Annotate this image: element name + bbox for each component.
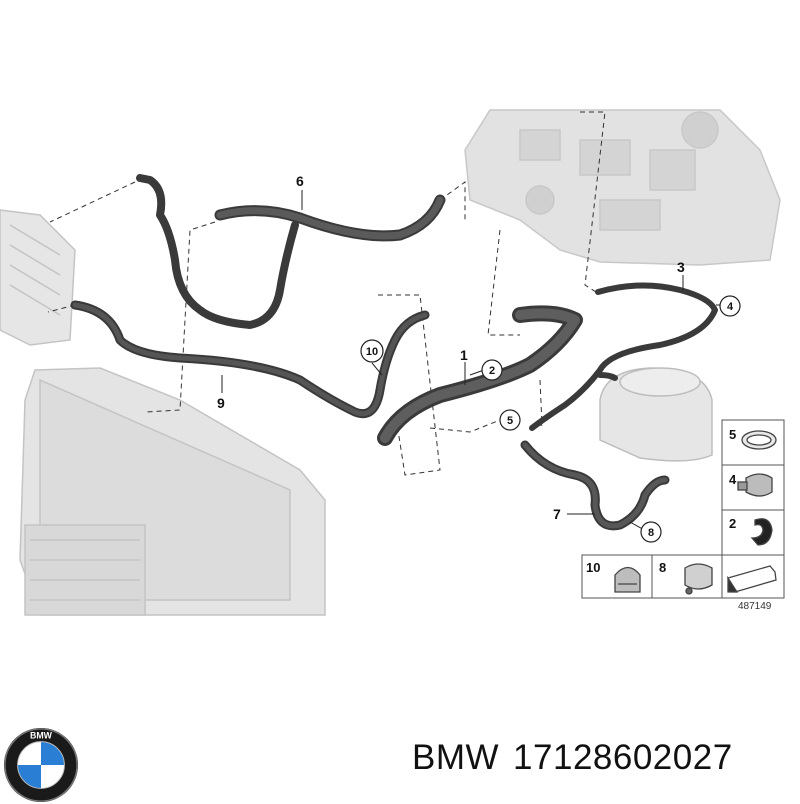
brand-name: BMW	[412, 738, 500, 777]
callout-8: 8	[648, 527, 654, 539]
legend-label-2: 2	[729, 516, 736, 531]
retaining-clip-icon	[750, 518, 773, 546]
bmw-logo: BMW	[3, 727, 79, 803]
diagram-number: 487149	[738, 601, 772, 612]
callout-1: 1	[460, 347, 468, 363]
legend-label-4: 4	[729, 472, 737, 487]
part-number: 17128602027	[513, 738, 733, 777]
callout-5: 5	[507, 415, 513, 427]
parts-diagram: 6 1 3 9 7 10 2 4 5 8 5 4 2 10 8	[0, 109, 785, 616]
callout-4: 4	[727, 301, 734, 313]
callout-6: 6	[296, 173, 304, 189]
bracket-clip-icon	[614, 566, 641, 593]
leader-lines	[47, 111, 606, 476]
screw-icon	[685, 587, 693, 595]
parts-legend	[581, 419, 785, 599]
hoses	[70, 174, 718, 531]
callout-7: 7	[553, 506, 561, 522]
expansion-tank-illustration	[599, 367, 713, 462]
legend-labels: 5 4 2 10 8	[586, 427, 737, 575]
brand-caption: BMW 17128602027	[412, 738, 747, 778]
spring-clip-icon	[745, 473, 773, 497]
legend-label-10: 10	[586, 560, 600, 575]
circled-callouts: 10 2 4 5 8	[360, 295, 741, 543]
callout-10: 10	[366, 346, 378, 358]
hose-holder-icon	[684, 563, 713, 590]
legend-label-5: 5	[729, 427, 736, 442]
aux-radiator-illustration	[0, 209, 76, 346]
legend-label-8: 8	[659, 560, 666, 575]
legend-part-icons	[614, 430, 777, 595]
engine-block-illustration	[464, 109, 781, 266]
callout-9: 9	[217, 395, 225, 411]
main-radiator-illustration	[19, 367, 326, 616]
bmw-logo-lettering: BMW	[30, 731, 53, 741]
callout-2: 2	[489, 365, 495, 377]
hose-3	[529, 282, 718, 431]
callout-3: 3	[677, 259, 685, 275]
